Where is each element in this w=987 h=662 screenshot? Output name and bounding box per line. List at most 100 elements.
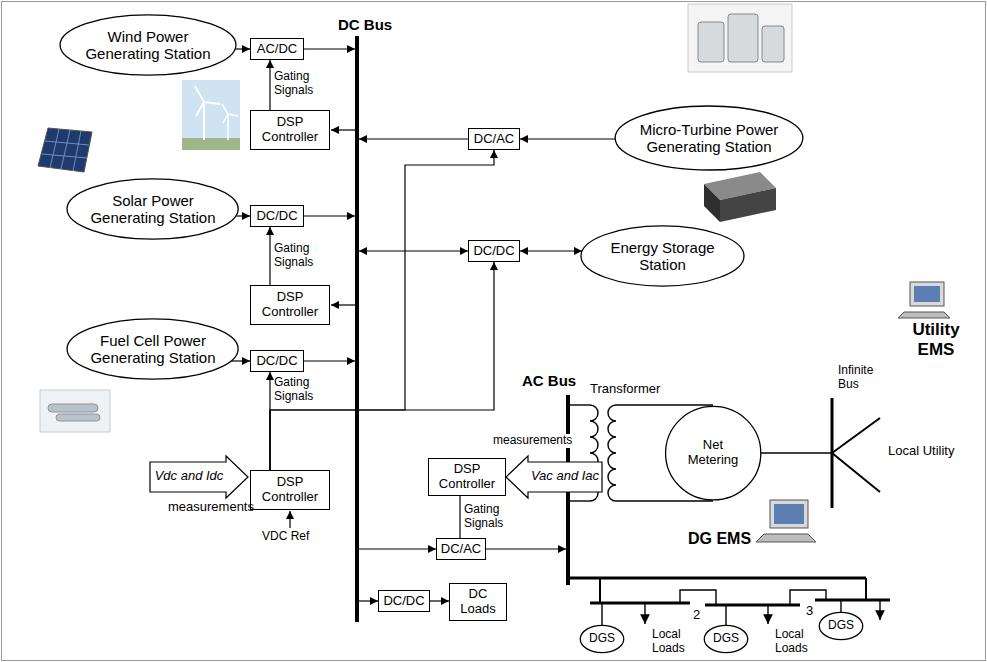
computer-screen xyxy=(774,504,804,524)
edge-label: Gating Signals xyxy=(274,242,334,270)
converter-box: DC/DC xyxy=(250,205,304,227)
station-ellipse: Wind Power Generating Station xyxy=(59,14,237,76)
part-label: Transformer xyxy=(590,382,660,397)
power-arrow xyxy=(304,48,355,49)
node-text: DC/DC xyxy=(383,594,424,609)
station-ellipse: DGS xyxy=(704,625,748,653)
connector xyxy=(235,48,250,49)
part-label: Local Utility xyxy=(888,444,954,459)
feeder-line xyxy=(568,577,866,580)
signal-label: measurements xyxy=(168,500,254,515)
station-ellipse: Solar Power Generating Station xyxy=(66,178,239,240)
edge-label: Gating Signals xyxy=(274,70,334,98)
station-ellipse: Micro-Turbine Power Generating Station xyxy=(614,105,804,171)
micro-turbine-photo xyxy=(688,4,792,72)
converter-box: DC/DC xyxy=(468,240,520,262)
feeder-line xyxy=(865,578,867,600)
converter-box: DC/DC xyxy=(378,590,430,612)
converter-box: DC/DC xyxy=(250,350,304,372)
connector xyxy=(520,250,582,251)
shape-outline xyxy=(615,106,803,170)
node-text: DSP Controller xyxy=(257,475,323,505)
wire xyxy=(725,605,726,625)
connector xyxy=(269,60,270,110)
wire xyxy=(616,500,713,501)
storage-icon xyxy=(704,184,720,222)
power-arrow xyxy=(304,360,355,361)
shape-outline xyxy=(580,625,623,652)
edge-label: Gating Signals xyxy=(274,376,334,404)
node-text: Energy Storage Station xyxy=(600,239,725,274)
transformer-coil xyxy=(608,405,616,501)
node-text: DC/DC xyxy=(256,209,297,224)
node-text: DGS xyxy=(713,632,739,646)
line-segment xyxy=(790,590,826,605)
node-text: DGS xyxy=(589,632,615,646)
connector xyxy=(430,600,449,601)
node-text: DC/DC xyxy=(473,244,514,259)
keyboard-icon xyxy=(898,312,950,318)
shape-outline xyxy=(67,179,238,239)
load-label: Local Loads xyxy=(652,628,694,656)
station-ellipse: DGS xyxy=(580,625,624,653)
station-ellipse: DGS xyxy=(819,612,863,640)
node-text: DSP Controller xyxy=(257,115,323,145)
edge-label: Gating Signals xyxy=(464,503,524,531)
storage-icon xyxy=(720,188,776,222)
measurement-arrow xyxy=(331,129,355,130)
turbine-icon xyxy=(195,86,238,140)
computer-screen xyxy=(914,286,940,302)
node-text: DGS xyxy=(828,619,854,633)
wire xyxy=(601,603,602,625)
shape-outline xyxy=(665,406,760,499)
solar-grid xyxy=(42,129,89,171)
signal-label: VDC Ref xyxy=(262,530,309,544)
node-text: Solar Power Generating Station xyxy=(85,192,221,227)
block-arrow xyxy=(506,456,602,498)
converter-box: DC/AC xyxy=(468,128,520,150)
fuel-cell-icon xyxy=(48,404,100,421)
line-segment xyxy=(680,590,716,605)
keyboard-icon xyxy=(756,534,816,542)
node-text: DC/DC xyxy=(256,354,297,369)
load-arrow xyxy=(644,603,645,624)
converter-box: DSP Controller xyxy=(250,285,330,325)
converter-box: DC/AC xyxy=(436,538,486,560)
signal-label: Vac and Iac xyxy=(528,469,602,484)
utility-line xyxy=(832,453,880,492)
wire xyxy=(761,452,832,453)
node-text: DC Loads xyxy=(454,587,502,617)
shape-outline xyxy=(67,319,238,379)
system-label: Utility EMS xyxy=(894,320,978,359)
bus-label: Infinite Bus xyxy=(838,364,888,392)
wire xyxy=(840,600,841,612)
system-label: DG EMS xyxy=(688,530,751,548)
signal-label: measurements xyxy=(492,434,573,448)
node-text: DC/AC xyxy=(441,542,481,557)
node-text: DSP Controller xyxy=(434,462,500,492)
dc-bus-line xyxy=(355,36,359,622)
converter-box: DC Loads xyxy=(449,583,507,621)
wind-photo xyxy=(182,80,240,150)
reference-arrow xyxy=(289,511,290,528)
solar-panel-icon xyxy=(38,128,92,172)
shape-outline xyxy=(60,15,236,75)
power-arrow xyxy=(359,250,468,251)
bus-label: DC Bus xyxy=(338,16,392,33)
measurement-arrow xyxy=(331,304,355,305)
load-bus-line xyxy=(590,602,690,605)
load-arrow xyxy=(879,600,880,620)
bus-number: 2 xyxy=(693,608,700,623)
converter-box: DSP Controller xyxy=(428,458,506,496)
connector xyxy=(269,227,270,285)
feeder-line xyxy=(599,578,601,603)
connector xyxy=(520,138,615,139)
fuel-cell-photo xyxy=(40,390,110,432)
connector xyxy=(236,215,250,216)
node-text: AC/DC xyxy=(257,42,297,57)
node-text: DC/AC xyxy=(474,132,514,147)
load-arrow xyxy=(767,605,768,624)
connector xyxy=(231,360,250,361)
converter-box: DSP Controller xyxy=(250,110,330,150)
